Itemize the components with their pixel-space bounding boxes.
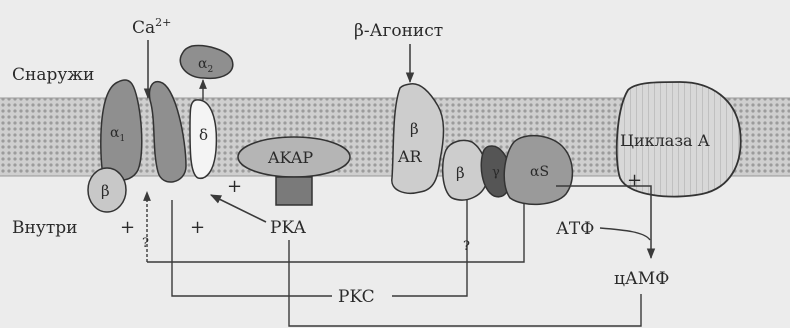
atp-label: АТФ (556, 219, 594, 239)
akap-anchor (276, 177, 312, 205)
outside-label: Снаружи (12, 65, 94, 85)
plus-left-1: + (120, 217, 135, 238)
cyclase-label: Циклаза А (620, 131, 710, 150)
pkc-label: PKC (338, 287, 375, 307)
calcium-label: Ca2+ (132, 16, 171, 38)
question-left: ? (142, 236, 149, 251)
pka-arrow (211, 195, 266, 222)
g-beta-label: β (456, 164, 465, 182)
path-pkc-to-receptor (392, 200, 467, 296)
plus-left-2: + (190, 217, 205, 238)
receptor-ar-label: AR (397, 147, 423, 166)
plus-cyclase: + (627, 170, 642, 191)
beta-subunit-label: β (101, 182, 110, 200)
pka-label: PKA (270, 218, 306, 238)
inside-label: Внутри (12, 218, 77, 238)
question-right: ? (463, 239, 470, 254)
alpha1-subunit-left (101, 80, 142, 180)
delta-label: δ (199, 126, 208, 144)
plus-pka: + (227, 176, 242, 197)
alpha-s-label: αS (530, 164, 549, 180)
beta-agonist-label: β-Агонист (354, 21, 443, 41)
camp-label: цАМФ (614, 269, 669, 289)
receptor-beta-label: β (410, 120, 419, 138)
akap-label: AKAP (267, 148, 313, 167)
g-gamma-label: γ (492, 165, 500, 180)
atp-to-camp-curve (600, 228, 650, 240)
